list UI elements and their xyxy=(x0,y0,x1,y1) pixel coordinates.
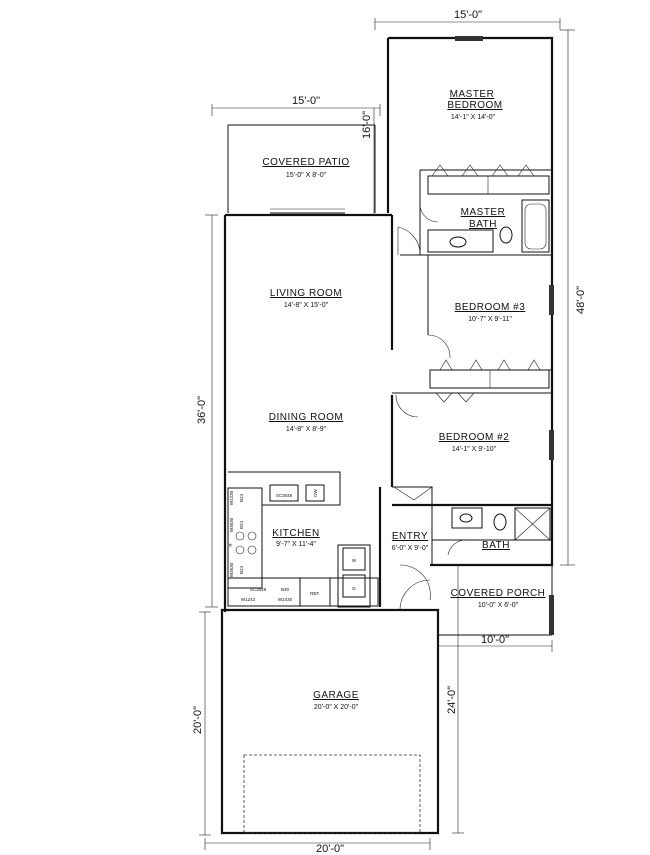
bedroom2-size: 14'-1" X 9'-10" xyxy=(452,446,497,453)
entry-size: 6'-0" X 9'-0" xyxy=(392,545,429,552)
dim-garage-bottom: 20'-0" xyxy=(316,843,344,855)
bedroom3-closet xyxy=(429,359,550,403)
dryer-label: D xyxy=(352,586,356,591)
laundry xyxy=(337,544,371,608)
kitchen-size: 9'-7" X 11'-4" xyxy=(276,541,316,548)
washer-label: W xyxy=(352,558,357,563)
dim-left-house: 36'-0" xyxy=(196,396,208,424)
doors xyxy=(393,204,467,611)
garage-size: 20'-0" X 20'-0" xyxy=(314,704,359,711)
bedroom3-label: BEDROOM #3 xyxy=(455,302,526,313)
bath-fixtures xyxy=(451,507,551,541)
kitchen-cabinets xyxy=(227,471,379,607)
dim-right-total: 48'-0" xyxy=(575,286,587,314)
dimension-lines xyxy=(199,18,575,850)
cab-bottom-0: SC3048 xyxy=(250,587,267,592)
left-cabinet-labels: W1230 B24 W3030 B24 W3630 B24 xyxy=(229,490,244,577)
covered-patio-outline xyxy=(227,124,376,214)
cab-left-3: B24 xyxy=(239,521,244,530)
master-bedroom-label: MASTER xyxy=(450,89,495,100)
dim-patio-depth: 16'-0" xyxy=(361,111,373,139)
porch-outline xyxy=(438,565,554,636)
refrigerator-label: REF. xyxy=(310,591,320,596)
covered-porch-label: COVERED PORCH xyxy=(451,588,546,599)
cab-bottom-1: B30 xyxy=(281,587,290,592)
cab-left-0: W1230 xyxy=(229,490,234,505)
cab-left-1: B24 xyxy=(239,494,244,503)
dim-garage-left: 20'-0" xyxy=(192,706,204,734)
master-bedroom-size: 14'-1" X 14'-0" xyxy=(451,114,496,121)
covered-patio-label: COVERED PATIO xyxy=(262,157,349,168)
stove-label: R xyxy=(228,543,233,547)
cab-left-4: W3630 xyxy=(229,562,234,577)
living-room-size: 14'-8" X 15'-0" xyxy=(284,302,329,309)
entry-label: ENTRY xyxy=(392,531,428,542)
master-closet xyxy=(427,164,550,195)
covered-porch-size: 10'-0" X 6'-0" xyxy=(478,602,519,609)
bedroom3-size: 10'-7" X 9'-11" xyxy=(468,316,512,323)
dim-garage-right: 24'-0" xyxy=(446,686,458,714)
master-bedroom-label-2: BEDROOM xyxy=(447,100,502,111)
bottom-cabinet-labels: SC3048 B30 W1242 W2430 xyxy=(241,587,293,602)
living-room-label: LIVING ROOM xyxy=(270,288,342,299)
dim-top-right: 15'-0" xyxy=(454,9,482,21)
windows xyxy=(455,36,554,460)
cab-bottom-3: W2430 xyxy=(278,597,293,602)
dining-room-size: 14'-8" X 8'-9" xyxy=(286,426,327,433)
kitchen-label: KITCHEN xyxy=(272,528,319,539)
sink-cabinet-label: SC3048 xyxy=(276,493,293,498)
garage-label: GARAGE xyxy=(313,690,359,701)
cab-left-2: W3030 xyxy=(229,517,234,532)
garage-door xyxy=(243,754,421,834)
dining-room-label: DINING ROOM xyxy=(269,412,343,423)
bath-label: BATH xyxy=(482,540,510,551)
master-bath-label-2: BATH xyxy=(469,219,497,230)
bedroom2-label: BEDROOM #2 xyxy=(439,432,510,443)
master-bath-fixtures xyxy=(427,199,550,253)
dishwasher-label: DW xyxy=(313,489,318,497)
dim-porch-width: 10'-0" xyxy=(481,634,509,646)
cab-left-5: B24 xyxy=(239,566,244,575)
master-bath-label: MASTER xyxy=(461,207,506,218)
dim-top-left: 15'-0" xyxy=(292,95,320,107)
cab-bottom-2: W1242 xyxy=(241,597,256,602)
covered-patio-size: 15'-0" X 8'-0" xyxy=(286,172,327,179)
